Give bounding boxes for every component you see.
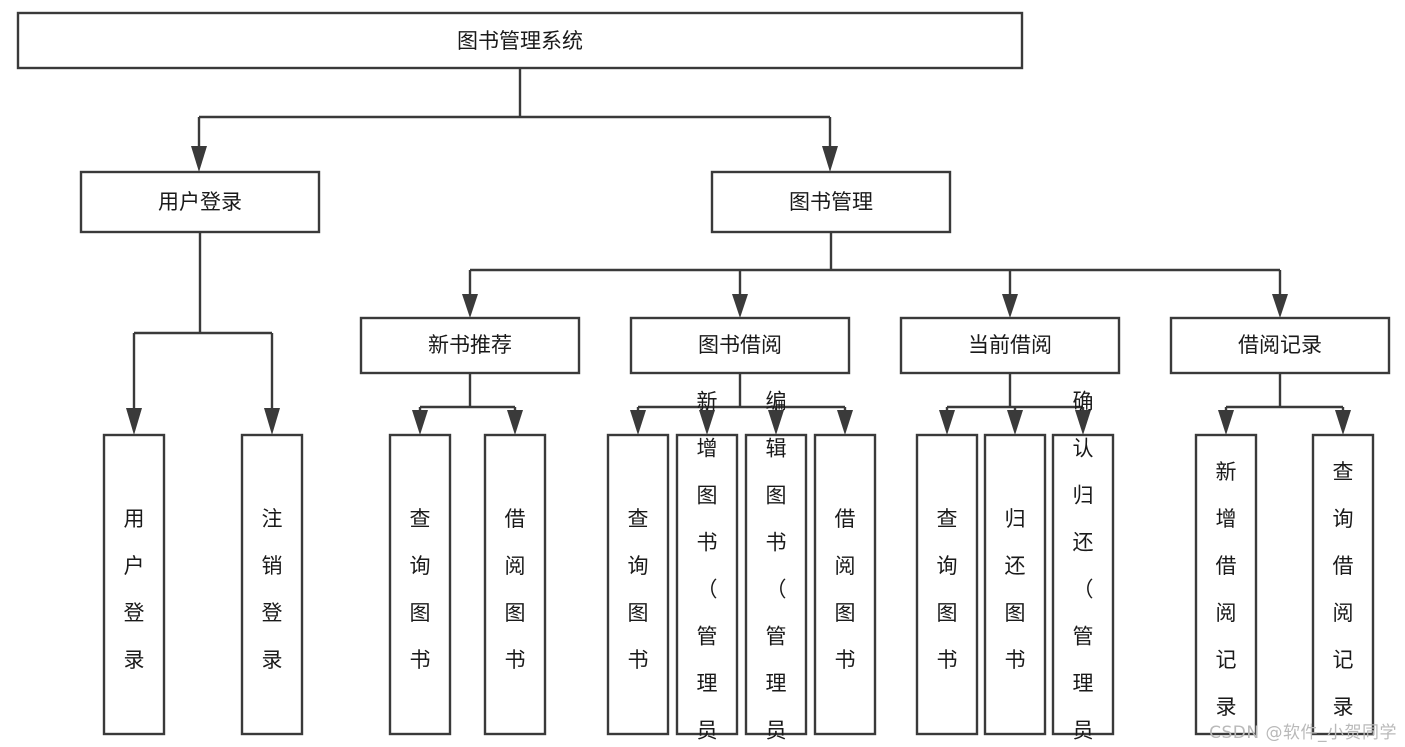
node-box-leaf-user-login	[102, 433, 166, 736]
node-label-leaf-newbook-borrow-book: 借阅图书	[505, 507, 526, 672]
leaf-node-edit-book-admin[interactable]: 编辑图书（管理员）	[744, 390, 808, 747]
node-box-user-login	[79, 170, 321, 234]
leaf-node-newbook-query-book[interactable]: 查询图书	[388, 433, 452, 736]
node-root-book-management-system[interactable]: 图书管理系统	[16, 11, 1024, 70]
leaf-node-newbook-borrow-book[interactable]: 借阅图书	[483, 433, 547, 736]
arrow-head-leaf-record-query	[1335, 410, 1351, 435]
node-box-new-book-recommend	[359, 316, 581, 375]
node-box-current-borrow	[899, 316, 1121, 375]
arrow-head-to-new-book-recommend	[462, 294, 478, 318]
node-book-management[interactable]: 图书管理	[710, 170, 952, 234]
node-label-leaf-user-login: 用户登录	[124, 507, 145, 672]
arrow-head-leaf-newbook-query	[412, 410, 428, 435]
node-label-leaf-return-book: 归还图书	[1005, 507, 1026, 672]
arrow-head-leaf-borrow-query	[630, 410, 646, 435]
node-label-leaf-edit-book-admin: 编辑图书（管理员）	[766, 390, 787, 747]
leaf-node-add-book-admin[interactable]: 新增图书（管理员）	[675, 390, 739, 747]
node-box-leaf-borrow-lend-book	[813, 433, 877, 736]
node-new-book-recommend[interactable]: 新书推荐	[359, 316, 581, 375]
node-label-leaf-confirm-return-admin: 确认归还（管理员）	[1073, 390, 1094, 747]
node-box-book-borrow	[629, 316, 851, 375]
connector-layer	[126, 68, 1351, 435]
node-box-leaf-add-borrow-record	[1194, 433, 1258, 736]
arrow-head-to-current-borrow	[1002, 294, 1018, 318]
node-label-new-book-recommend: 新书推荐	[428, 333, 512, 357]
node-label-book-management: 图书管理	[789, 190, 873, 214]
node-label-leaf-add-borrow-record: 新增借阅记录	[1216, 460, 1237, 719]
connector-bookmgmt-to-level3	[468, 232, 1282, 300]
leaf-node-user-login[interactable]: 用户登录	[102, 433, 166, 736]
node-box-leaf-logout	[240, 433, 304, 736]
connector-bookborrow-to-leaves	[636, 373, 847, 418]
connector-borrowrecord-to-leaves	[1224, 373, 1345, 418]
leaf-node-borrow-lend-book[interactable]: 借阅图书	[813, 433, 877, 736]
arrow-head-leaf-newbook-borrow	[507, 410, 523, 435]
arrow-head-leaf-current-confirm	[1075, 410, 1091, 435]
leaf-node-add-borrow-record[interactable]: 新增借阅记录	[1194, 433, 1258, 736]
node-borrow-record[interactable]: 借阅记录	[1169, 316, 1391, 375]
node-label-root: 图书管理系统	[457, 29, 583, 53]
arrow-head-leaf-borrow-lend	[837, 410, 853, 435]
arrow-head-leaf-borrow-add	[699, 410, 715, 435]
arrow-head-leaf-current-return	[1007, 410, 1023, 435]
arrow-head-leaf-record-add	[1218, 410, 1234, 435]
node-user-login[interactable]: 用户登录	[79, 170, 321, 234]
node-label-leaf-borrow-query-book: 查询图书	[628, 507, 649, 672]
node-box-leaf-return-book	[983, 433, 1047, 736]
node-label-book-borrow: 图书借阅	[698, 333, 782, 357]
leaf-node-return-book[interactable]: 归还图书	[983, 433, 1047, 736]
arrow-head-to-user-login	[191, 146, 207, 172]
arrow-head-leaf-borrow-edit	[768, 410, 784, 435]
node-label-user-login: 用户登录	[158, 190, 242, 214]
node-box-leaf-borrow-query-book	[606, 433, 670, 736]
node-label-leaf-query-borrow-record: 查询借阅记录	[1333, 460, 1354, 719]
node-label-leaf-add-book-admin: 新增图书（管理员）	[697, 390, 718, 747]
node-label-leaf-borrow-lend-book: 借阅图书	[835, 507, 856, 672]
node-book-borrow[interactable]: 图书借阅	[629, 316, 851, 375]
node-box-leaf-query-borrow-record	[1311, 433, 1375, 736]
leaf-node-logout[interactable]: 注销登录	[240, 433, 304, 736]
node-label-leaf-current-query-book: 查询图书	[937, 507, 958, 672]
leaf-node-query-borrow-record[interactable]: 查询借阅记录	[1311, 433, 1375, 736]
leaf-node-confirm-return-admin[interactable]: 确认归还（管理员）	[1051, 390, 1115, 747]
node-box-leaf-current-query-book	[915, 433, 979, 736]
node-box-borrow-record	[1169, 316, 1391, 375]
arrow-head-leaf-current-query	[939, 410, 955, 435]
arrow-head-leaf-logout	[264, 408, 280, 435]
node-label-leaf-logout: 注销登录	[262, 507, 283, 672]
node-label-current-borrow: 当前借阅	[968, 333, 1052, 357]
node-box-root	[16, 11, 1024, 70]
node-current-borrow[interactable]: 当前借阅	[899, 316, 1121, 375]
arrow-head-leaf-user-login	[126, 408, 142, 435]
leaf-node-current-query-book[interactable]: 查询图书	[915, 433, 979, 736]
node-box-book-management	[710, 170, 952, 234]
node-box-leaf-newbook-query-book	[388, 433, 452, 736]
node-box-leaf-confirm-return-admin	[1051, 433, 1115, 736]
node-box-leaf-newbook-borrow-book	[483, 433, 547, 736]
connector-newbook-to-leaves	[418, 373, 517, 418]
arrow-head-to-book-borrow	[732, 294, 748, 318]
node-label-borrow-record: 借阅记录	[1238, 333, 1322, 357]
node-label-leaf-newbook-query-book: 查询图书	[410, 507, 431, 672]
node-box-leaf-add-book-admin	[675, 433, 739, 736]
leaf-node-borrow-query-book[interactable]: 查询图书	[606, 433, 670, 736]
connector-userlogin-to-leaves	[132, 232, 274, 413]
node-box-leaf-edit-book-admin	[744, 433, 808, 736]
connector-root-to-level2-stem	[197, 68, 832, 152]
arrow-head-to-book-management	[822, 146, 838, 172]
arrow-head-to-borrow-record	[1272, 294, 1288, 318]
